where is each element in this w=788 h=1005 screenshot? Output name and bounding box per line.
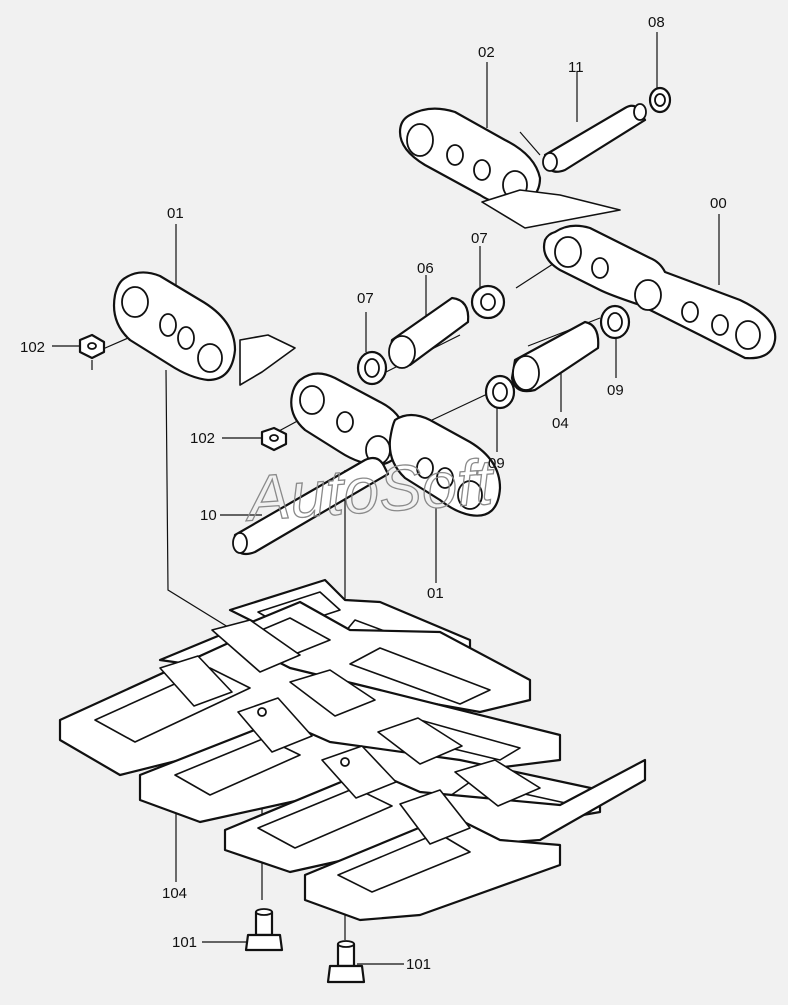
track-link-00 [542, 224, 777, 360]
track-shoe-6 [303, 813, 562, 922]
seal-09-left [484, 374, 516, 410]
track-pin-10 [232, 456, 390, 556]
washer-07-left [356, 350, 388, 386]
track-link-01-lower [290, 372, 502, 517]
callout-10: 10 [200, 507, 217, 524]
bolt-101-right [326, 940, 366, 984]
callout-07-right: 07 [471, 230, 488, 247]
callout-104: 104 [162, 885, 187, 902]
callout-04: 04 [552, 415, 569, 432]
callout-06: 06 [417, 260, 434, 277]
washer-07-right [470, 284, 506, 320]
track-shoe-assembly [58, 578, 647, 922]
bushing-04 [510, 320, 600, 393]
nut-102-upper [78, 333, 106, 360]
callout-02: 02 [478, 44, 495, 61]
callout-102-lower: 102 [190, 430, 215, 447]
callout-labels: 08 02 11 00 01 07 06 07 102 09 04 102 09… [20, 14, 727, 973]
track-link-02 [398, 107, 621, 229]
track-pin-11 [542, 103, 647, 173]
callout-09-right: 09 [607, 382, 624, 399]
nut-102-lower [260, 426, 288, 452]
callout-01-upper: 01 [167, 205, 184, 222]
track-link-01-upper [112, 271, 296, 386]
callout-09-left: 09 [488, 455, 505, 472]
callout-11: 11 [568, 59, 584, 76]
callout-08: 08 [648, 14, 665, 31]
callout-07-left: 07 [357, 290, 374, 307]
bolt-101-left [244, 908, 284, 952]
lock-clip-08 [648, 86, 672, 114]
callout-102-upper: 102 [20, 339, 45, 356]
bushing-06 [388, 296, 470, 369]
watermark-text: AutoSoft [241, 445, 497, 534]
callout-101-right: 101 [406, 956, 431, 973]
shoe-link-pads [159, 619, 541, 845]
callout-01-lower: 01 [427, 585, 444, 602]
seal-09-right [599, 304, 631, 340]
callout-101-left: 101 [172, 934, 197, 951]
callout-00: 00 [710, 195, 727, 212]
